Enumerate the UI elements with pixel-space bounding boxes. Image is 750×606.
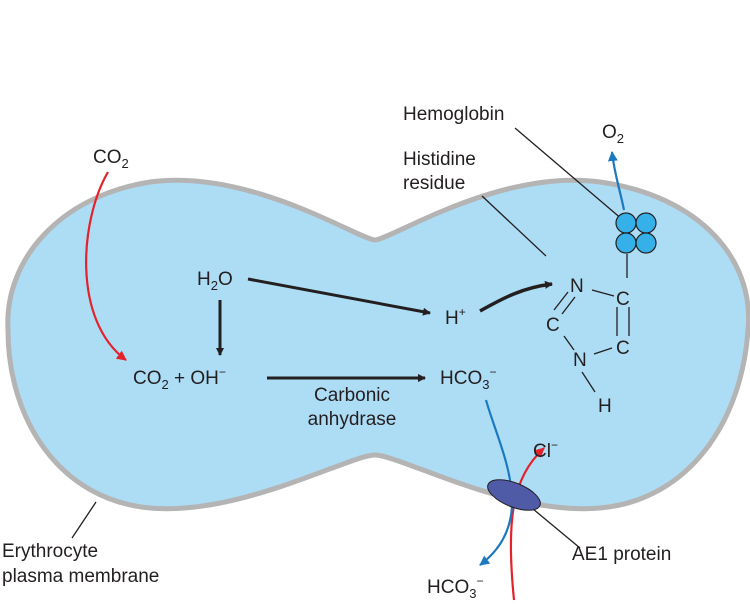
ring-h: H: [598, 396, 612, 417]
hco3-inside-label: HCO3−: [440, 365, 496, 392]
ae1-protein-label: AE1 protein: [572, 544, 671, 565]
histidine-leader: [481, 195, 547, 257]
h-plus-label: H+: [445, 305, 466, 329]
hco3-outside-label: HCO3−: [427, 574, 483, 601]
hemoglobin-leader: [514, 127, 631, 227]
membrane-leader: [71, 501, 97, 539]
hplus-to-histidine-arrow: [479, 280, 553, 313]
ring-n-top: N: [570, 276, 584, 297]
h2o-to-hplus-arrow: [247, 277, 431, 316]
histidine-label-line2: residue: [403, 173, 465, 194]
o2-release-arrow: [607, 151, 626, 211]
histidine-ring-bonds: [553, 289, 630, 393]
enzyme-label-line1: Carbonic: [314, 385, 390, 406]
ring-n-bottom: N: [573, 350, 587, 371]
co2-oh-label: CO2 + OH−: [133, 365, 226, 392]
cl-label: Cl−: [533, 438, 558, 462]
histidine-label-line1: Histidine: [403, 149, 476, 170]
ae1-leader: [526, 503, 581, 549]
co2-entry-arrow: [85, 171, 127, 361]
ae1-protein-icon: [487, 479, 541, 511]
o2-label: O2: [602, 122, 624, 146]
co2-outside-label: CO2: [93, 147, 129, 171]
ring-c-bottom-right: C: [616, 338, 630, 359]
ring-c-left: C: [546, 315, 560, 336]
membrane-label-line2: plasma membrane: [2, 566, 159, 587]
membrane-label-line1: Erythrocyte: [2, 541, 98, 562]
ring-c-top-right: C: [616, 289, 630, 310]
enzyme-label-line2: anhydrase: [308, 409, 397, 430]
hemoglobin-label: Hemoglobin: [403, 104, 504, 125]
hemoglobin-icon: [615, 212, 657, 254]
erythrocyte-cell: [5, 177, 750, 512]
h2o-label: H2O: [197, 269, 233, 293]
